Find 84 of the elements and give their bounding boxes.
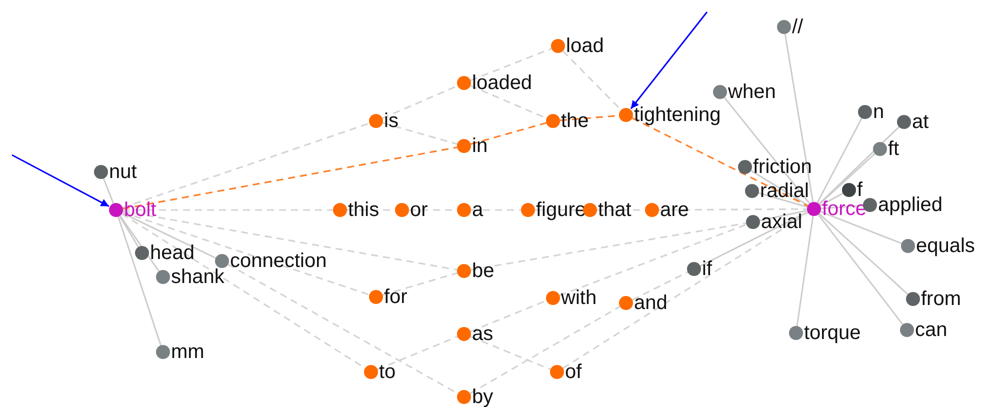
connector-line — [559, 224, 747, 296]
word-label: // — [792, 17, 804, 37]
word-label: to — [379, 362, 396, 382]
connector-line — [470, 48, 552, 82]
connector-line — [470, 122, 547, 145]
connector-line — [122, 210, 458, 271]
connector-line — [816, 118, 862, 204]
word-label: equals — [916, 236, 975, 256]
word-label: loaded — [472, 73, 532, 93]
connector-line — [122, 211, 370, 296]
word-label: ft — [888, 139, 900, 159]
word-label: friction — [753, 157, 812, 177]
word-label: from — [921, 289, 961, 309]
word-label: figure — [536, 200, 586, 220]
arrow — [630, 12, 708, 110]
connector-line — [724, 97, 810, 204]
connector-line — [382, 85, 458, 119]
connector-line — [818, 126, 900, 205]
connector-line — [820, 210, 902, 244]
connector-line — [760, 210, 808, 222]
connector-line — [377, 336, 458, 370]
word-label: shank — [171, 267, 224, 287]
connector-line — [758, 192, 808, 208]
word-label: n — [873, 102, 884, 122]
word-label: load — [566, 36, 604, 56]
connector-line — [382, 122, 458, 145]
connector-line — [471, 209, 521, 211]
word-label: this — [348, 200, 380, 220]
word-label: by — [472, 387, 494, 407]
word-label: a — [472, 200, 484, 220]
word-label: tightening — [634, 105, 721, 125]
connector-line — [123, 209, 333, 211]
word-label: at — [912, 112, 929, 132]
connector-line — [632, 271, 688, 301]
word-label: bolt — [124, 200, 156, 220]
word-label: be — [472, 261, 494, 281]
word-label: applied — [878, 195, 943, 215]
word-label: radial — [760, 181, 809, 201]
connector-line — [562, 212, 809, 369]
word-label: are — [660, 200, 689, 220]
word-label: force — [822, 199, 866, 219]
connector-line — [700, 211, 808, 267]
connector-line — [122, 146, 458, 210]
word-label: in — [472, 136, 488, 156]
word-label: can — [915, 320, 948, 340]
connector-line — [818, 214, 904, 325]
connector-line — [820, 204, 864, 210]
word-label: torque — [804, 323, 861, 343]
connector-line — [470, 300, 547, 332]
word-label: f — [857, 180, 863, 200]
word-label: or — [410, 200, 428, 220]
word-label: with — [561, 288, 597, 308]
connector-line — [118, 216, 140, 248]
word-label: mm — [171, 342, 204, 362]
connector-line — [632, 117, 808, 207]
connector-line — [102, 178, 114, 204]
connector-line — [784, 34, 814, 202]
connector-line — [750, 170, 808, 206]
word-label: connection — [230, 251, 327, 271]
word-label: when — [728, 82, 776, 102]
connector-line — [470, 222, 746, 271]
word-label: if — [702, 259, 712, 279]
word-label: head — [150, 243, 194, 263]
word-label: of — [565, 362, 582, 382]
word-label: nut — [109, 162, 137, 182]
connector-line — [818, 213, 908, 295]
word-label: is — [384, 111, 398, 131]
connector-line — [122, 212, 216, 259]
connector-line — [818, 153, 876, 205]
word-label: that — [598, 200, 632, 220]
arrow — [12, 154, 110, 207]
connector-line — [659, 208, 807, 211]
word-label: as — [472, 324, 494, 344]
word-label: for — [384, 287, 408, 307]
connector-line — [122, 122, 370, 208]
connector-line — [796, 216, 814, 326]
word-label: and — [634, 293, 668, 313]
connector-line — [470, 306, 620, 394]
connector-line — [820, 192, 844, 206]
connector-line — [470, 336, 551, 370]
connector-line — [119, 215, 160, 272]
connector-line — [117, 216, 162, 346]
word-label: axial — [761, 212, 802, 232]
connector-line — [382, 272, 458, 296]
